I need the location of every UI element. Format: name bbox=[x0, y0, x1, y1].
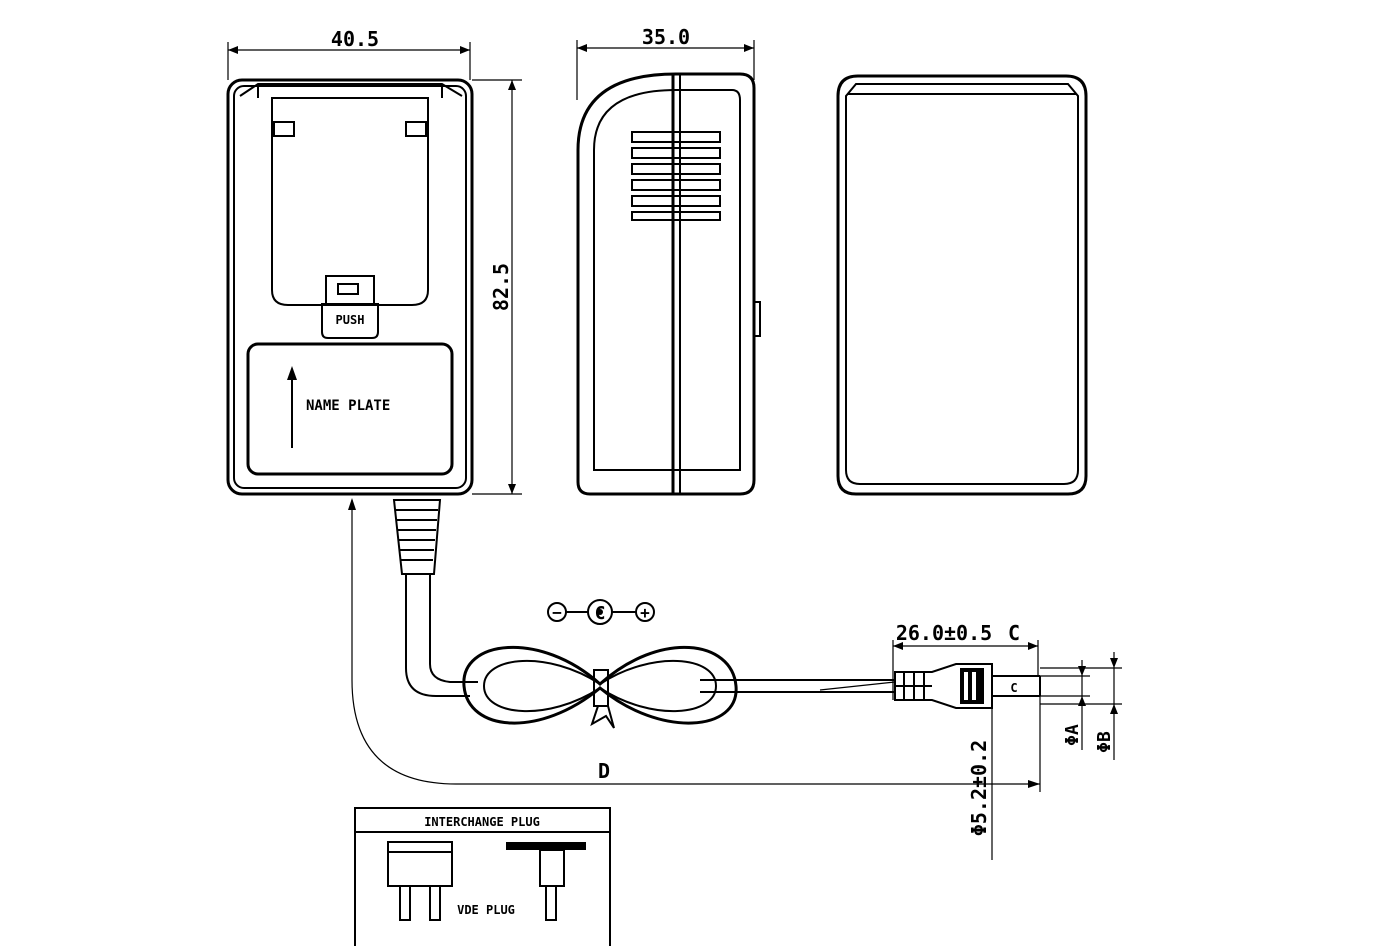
plug-length-unit: C bbox=[1008, 621, 1020, 645]
push-label: PUSH bbox=[336, 313, 365, 327]
interchange-plug-title: INTERCHANGE PLUG bbox=[424, 815, 540, 829]
cord-diameter-label: Φ5.2±0.2 bbox=[967, 740, 991, 836]
polarity-positive: + bbox=[640, 603, 650, 622]
height-label: 82.5 bbox=[489, 263, 513, 311]
front-width-label: 40.5 bbox=[331, 27, 379, 51]
vde-plug-label: VDE PLUG bbox=[457, 903, 515, 917]
side-width-label: 35.0 bbox=[642, 25, 690, 49]
polarity-center: C bbox=[595, 603, 606, 624]
interchange-plug-box: INTERCHANGE PLUG VDE PLUG bbox=[354, 807, 611, 946]
plug-length-label: 26.0±0.5 bbox=[896, 621, 992, 645]
plug-tip-label: C bbox=[1010, 681, 1017, 695]
phi-b-label: ΦB bbox=[1094, 731, 1115, 753]
front-view: 40.5 PUSH NAME PLATE 82.5 bbox=[226, 27, 522, 496]
phi-a-label: ΦA bbox=[1062, 724, 1083, 746]
name-plate-label: NAME PLATE bbox=[306, 398, 390, 414]
cord-assembly: C 26.0±0.5 C ΦA ΦB Φ5.2±0.2 D bbox=[348, 498, 1122, 860]
side-view: 35.0 bbox=[576, 25, 761, 496]
polarity-negative: − bbox=[552, 603, 562, 622]
back-view bbox=[836, 74, 1088, 496]
cord-length-label: D bbox=[598, 759, 610, 783]
polarity-symbol: − C + bbox=[547, 599, 655, 625]
